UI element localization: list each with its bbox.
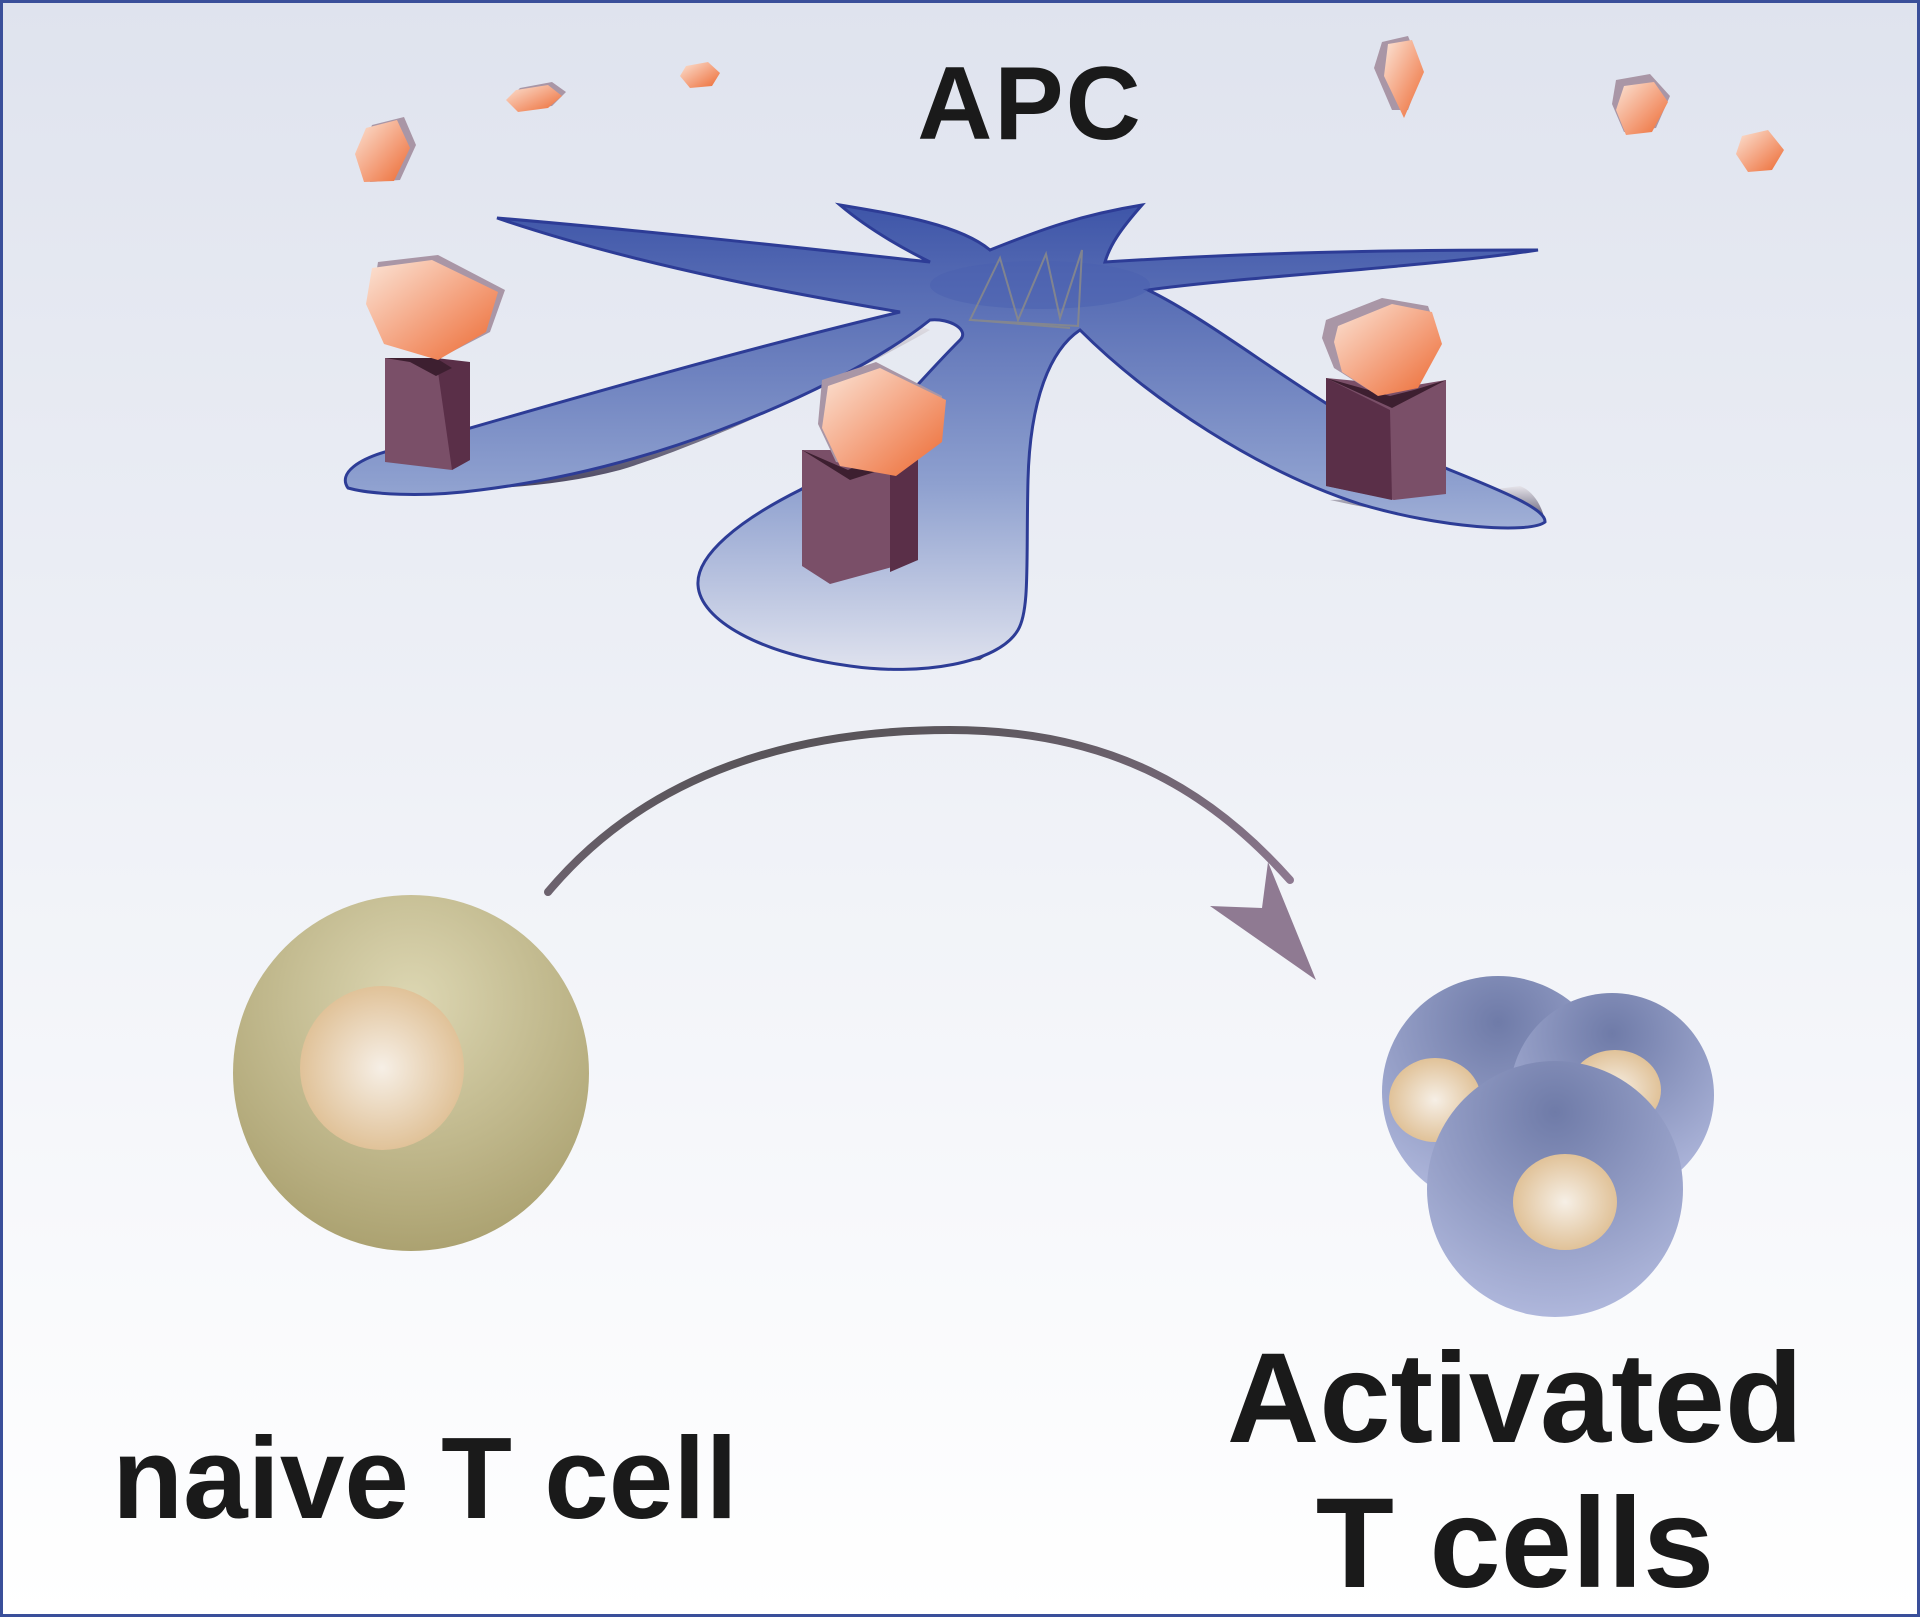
- antigen-fragments: [355, 36, 1784, 182]
- t-cell-icon: [1427, 1061, 1683, 1317]
- mhc-complexes: [366, 255, 1446, 584]
- t-cell-icon: [233, 895, 589, 1251]
- activation-arrow-icon: [544, 725, 1316, 980]
- antigen-fragment-icon: [1736, 130, 1784, 172]
- antigen-fragment-icon: [355, 117, 416, 182]
- antigen-fragment-icon: [506, 82, 566, 112]
- antigen-fragment-icon: [1374, 36, 1424, 118]
- activated-t-cells: [1382, 976, 1714, 1317]
- activated-label-line1: Activated: [1226, 1327, 1804, 1470]
- apc-label: APC: [917, 46, 1143, 162]
- mhc-complex-icon: [1322, 298, 1446, 500]
- activated-label-line2: T cells: [1315, 1472, 1715, 1615]
- naive-t-cell-label: naive T cell: [112, 1413, 738, 1543]
- apc-cell-icon: [343, 202, 1547, 671]
- mhc-complex-icon: [366, 255, 505, 470]
- antigen-fragment-icon: [680, 62, 720, 88]
- mhc-complex-icon: [802, 362, 946, 584]
- antigen-fragment-icon: [1612, 74, 1670, 135]
